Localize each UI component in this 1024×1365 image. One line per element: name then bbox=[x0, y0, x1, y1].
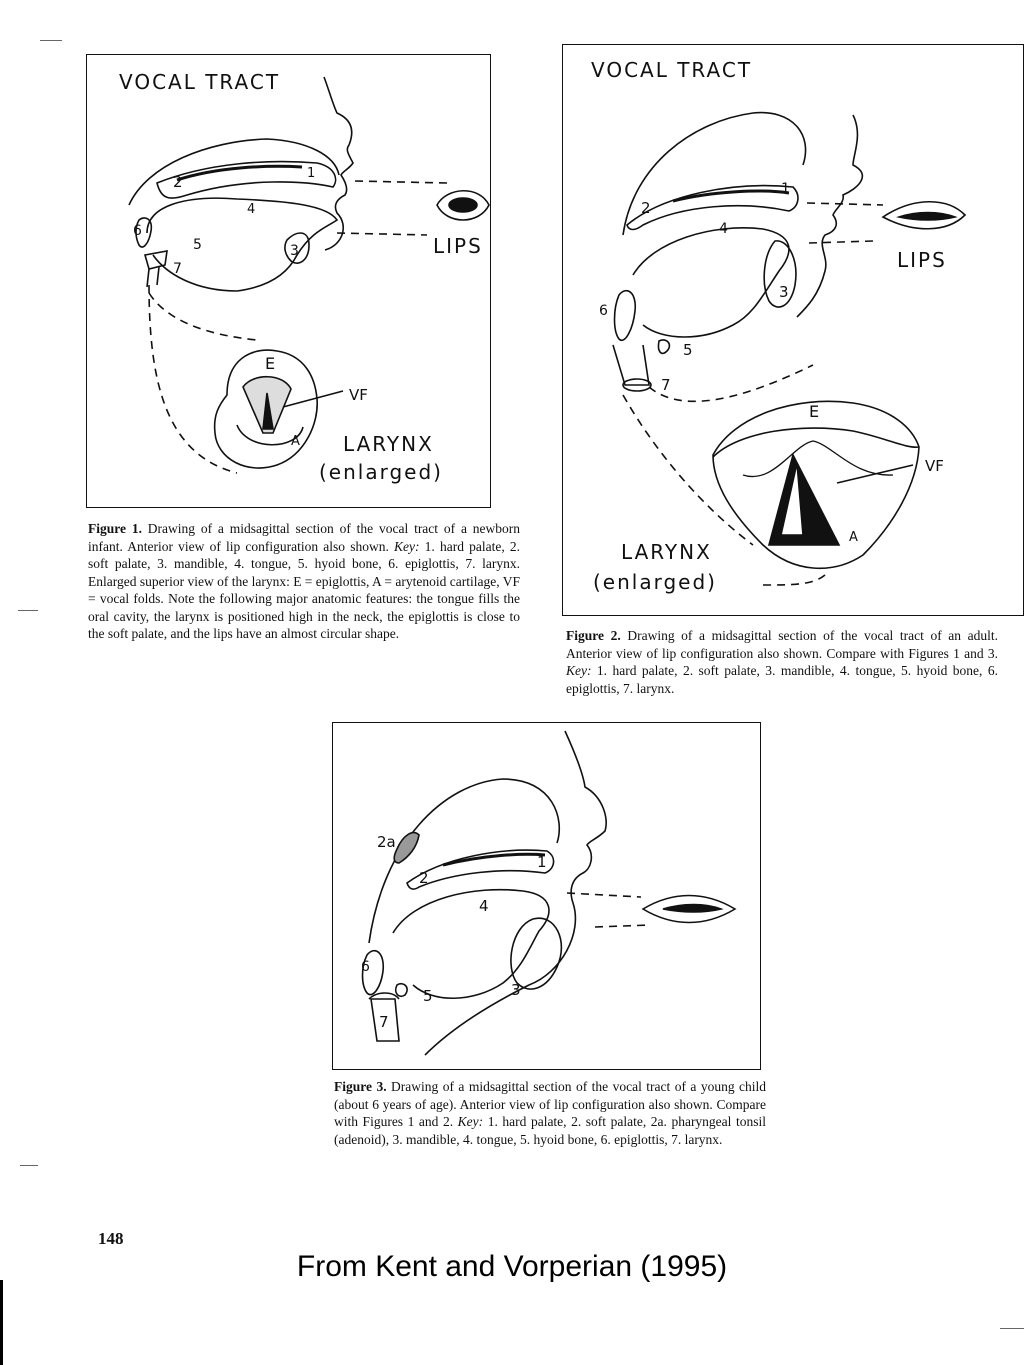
figure3-label-2: 2 bbox=[419, 869, 429, 887]
figure2-enlarged-label: (enlarged) bbox=[593, 570, 717, 594]
scan-mark bbox=[40, 40, 62, 41]
figure1-label-A: A bbox=[291, 434, 300, 449]
figure1-caption: Figure 1. Drawing of a midsagittal secti… bbox=[88, 520, 520, 643]
figure1-label-2: 2 bbox=[173, 173, 183, 191]
figure1-caption-label: Figure 1. bbox=[88, 521, 142, 536]
figure1-enlarged-label: (enlarged) bbox=[319, 460, 443, 484]
figure1-label-7: 7 bbox=[173, 261, 182, 277]
figure2-caption: Figure 2. Drawing of a midsagittal secti… bbox=[566, 627, 998, 697]
figure2-title: VOCAL TRACT bbox=[591, 58, 752, 82]
figure2-label-1: 1 bbox=[781, 181, 790, 197]
figure1-lips-label: LIPS bbox=[433, 234, 483, 258]
figure1-caption-key-label: Key: bbox=[394, 539, 419, 554]
figure2-caption-label: Figure 2. bbox=[566, 628, 621, 643]
figure1-svg: VOCAL TRACT 1 2 3 4 5 6 7 LIPS E VF A LA… bbox=[87, 55, 490, 507]
figure3-label-1: 1 bbox=[537, 853, 547, 871]
page-number: 148 bbox=[98, 1229, 124, 1249]
figure2-label-VF: VF bbox=[925, 457, 944, 475]
figure3-label-4: 4 bbox=[479, 897, 489, 915]
figure2-svg: VOCAL TRACT 1 2 3 4 5 6 7 LIPS E VF A LA… bbox=[563, 45, 1023, 615]
figure1-label-3: 3 bbox=[290, 243, 299, 259]
figure3-label-6: 6 bbox=[361, 959, 370, 975]
figure3-caption-key-label: Key: bbox=[458, 1114, 483, 1129]
figure2-label-4: 4 bbox=[719, 221, 728, 237]
figure2-larynx-label: LARYNX bbox=[621, 540, 712, 564]
figure1-larynx-label: LARYNX bbox=[343, 432, 434, 456]
figure1-drawing: VOCAL TRACT 1 2 3 4 5 6 7 LIPS E VF A LA… bbox=[86, 54, 491, 508]
figure2-label-7: 7 bbox=[661, 376, 671, 394]
figure3-drawing: 1 2 2a 3 4 5 6 7 bbox=[332, 722, 761, 1070]
scan-mark bbox=[0, 1280, 3, 1365]
figure1-label-1: 1 bbox=[307, 166, 315, 181]
figure2-lips-label: LIPS bbox=[897, 248, 947, 272]
figure2-label-E: E bbox=[809, 402, 819, 421]
figure3-caption: Figure 3. Drawing of a midsagittal secti… bbox=[334, 1078, 766, 1148]
figure3-label-5: 5 bbox=[423, 987, 433, 1005]
figure1-label-E: E bbox=[265, 354, 275, 373]
figure3-label-3: 3 bbox=[511, 981, 521, 999]
figure2-label-3: 3 bbox=[779, 283, 789, 301]
scan-mark bbox=[1000, 1328, 1024, 1329]
figure1-label-4: 4 bbox=[247, 202, 255, 217]
figure2-drawing: VOCAL TRACT 1 2 3 4 5 6 7 LIPS E VF A LA… bbox=[562, 44, 1024, 616]
figure3-label-2a: 2a bbox=[377, 833, 396, 851]
figure3-label-7: 7 bbox=[379, 1013, 389, 1031]
figure2-label-A: A bbox=[849, 530, 858, 545]
figure1-title: VOCAL TRACT bbox=[119, 70, 280, 94]
figure3-svg: 1 2 2a 3 4 5 6 7 bbox=[333, 723, 760, 1069]
scan-mark bbox=[18, 610, 38, 611]
figure2-caption-key-label: Key: bbox=[566, 663, 591, 678]
figure1-label-VF: VF bbox=[349, 386, 368, 404]
figure2-label-5: 5 bbox=[683, 341, 693, 359]
figure2-label-6: 6 bbox=[599, 303, 608, 319]
figure2-caption-key-text: 1. hard palate, 2. soft palate, 3. mandi… bbox=[566, 663, 998, 696]
figure2-caption-text: Drawing of a midsagittal section of the … bbox=[566, 628, 998, 661]
figure2-label-2: 2 bbox=[641, 199, 651, 217]
figure3-caption-label: Figure 3. bbox=[334, 1079, 387, 1094]
source-credit: From Kent and Vorperian (1995) bbox=[0, 1250, 1024, 1284]
figure1-label-6: 6 bbox=[133, 223, 142, 239]
scan-mark bbox=[20, 1165, 38, 1166]
figure1-label-5: 5 bbox=[193, 237, 202, 253]
